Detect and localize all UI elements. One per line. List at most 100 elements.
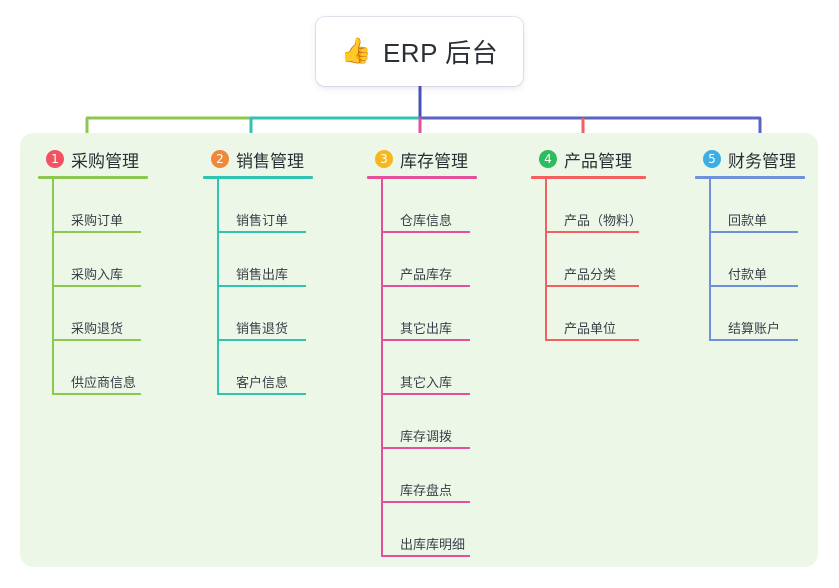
node-item[interactable]: 销售订单 (218, 179, 313, 233)
column-number-badge-finance: 5 (703, 150, 721, 168)
node-item-rule (382, 393, 470, 395)
node-item-label: 产品库存 (400, 267, 453, 282)
node-item-label: 产品分类 (564, 267, 617, 282)
column-body-product: 产品（物料） 产品分类产品单位 (531, 179, 646, 341)
node-item[interactable]: 付款单 (710, 233, 805, 287)
node-item-rule (382, 231, 470, 233)
node-item-label: 库存调拨 (400, 429, 453, 444)
node-item-label: 其它入库 (400, 375, 453, 390)
column-spine-finance (709, 179, 711, 341)
column-title-purchase: 采购管理 (71, 151, 139, 171)
column-number-badge-purchase: 1 (46, 150, 64, 168)
column-spine-purchase (52, 179, 54, 395)
column-header-product[interactable]: 4 产品管理 (531, 146, 646, 172)
node-item-rule (382, 339, 470, 341)
node-item-label: 产品（物料） (564, 213, 643, 228)
column-header-rule-finance (695, 176, 805, 179)
node-item-rule (546, 231, 639, 233)
column-title-product: 产品管理 (564, 151, 632, 171)
node-item-label: 销售退货 (236, 321, 289, 336)
column-header-finance[interactable]: 5 财务管理 (695, 146, 805, 172)
node-item[interactable]: 结算账户 (710, 287, 805, 341)
node-item-label: 销售订单 (236, 213, 289, 228)
node-item-label: 供应商信息 (71, 375, 137, 390)
column-title-inventory: 库存管理 (400, 151, 468, 171)
column-header-purchase[interactable]: 1 采购管理 (38, 146, 148, 172)
root-card-content: 👍 ERP 后台 (341, 33, 498, 70)
node-item-rule (218, 231, 306, 233)
node-item-label: 库存盘点 (400, 483, 453, 498)
node-item-label: 销售出库 (236, 267, 289, 282)
root-title-card[interactable]: 👍 ERP 后台 (316, 17, 523, 86)
node-item[interactable]: 其它出库 (382, 287, 477, 341)
node-item-label: 采购退货 (71, 321, 124, 336)
node-item[interactable]: 回款单 (710, 179, 805, 233)
node-item[interactable]: 产品分类 (546, 233, 646, 287)
node-item-rule (382, 501, 470, 503)
node-item-label: 客户信息 (236, 375, 289, 390)
node-item[interactable]: 产品库存 (382, 233, 477, 287)
column-spine-sales (217, 179, 219, 395)
node-item[interactable]: 出库库明细 (382, 503, 477, 557)
column-sales: 2 销售管理销售订单销售出库销售退货客户信息 (203, 146, 313, 395)
node-item-rule (382, 285, 470, 287)
column-number-badge-inventory: 3 (375, 150, 393, 168)
column-spine-inventory (381, 179, 383, 557)
node-item[interactable]: 其它入库 (382, 341, 477, 395)
node-item-rule (382, 555, 470, 557)
node-item[interactable]: 销售出库 (218, 233, 313, 287)
column-header-inventory[interactable]: 3 库存管理 (367, 146, 477, 172)
root-title-text: ERP 后台 (382, 38, 499, 68)
node-item-rule (546, 285, 639, 287)
node-item-rule (382, 447, 470, 449)
node-item-label: 仓库信息 (400, 213, 453, 228)
column-title-sales: 销售管理 (236, 151, 304, 171)
node-item[interactable]: 产品（物料） (546, 179, 646, 233)
thumbs-up-icon: 👍 (340, 37, 372, 65)
column-purchase: 1 采购管理采购订单采购入库采购退货供应商信息 (38, 146, 148, 395)
node-item-rule (710, 339, 798, 341)
node-item[interactable]: 库存调拨 (382, 395, 477, 449)
column-header-rule-sales (203, 176, 313, 179)
node-item-rule (710, 285, 798, 287)
column-inventory: 3 库存管理仓库信息产品库存其它出库其它入库库存调拨库存盘点出库库明细 (367, 146, 477, 557)
column-body-sales: 销售订单销售出库销售退货客户信息 (203, 179, 313, 395)
node-item-rule (218, 393, 306, 395)
node-item[interactable]: 采购退货 (53, 287, 148, 341)
node-item-label: 其它出库 (400, 321, 453, 336)
node-item-label: 回款单 (728, 213, 768, 228)
diagram-panel (20, 133, 818, 567)
node-item-label: 付款单 (728, 267, 768, 282)
column-spine-product (545, 179, 547, 341)
node-item[interactable]: 库存盘点 (382, 449, 477, 503)
node-item-rule (53, 231, 141, 233)
column-number-badge-product: 4 (539, 150, 557, 168)
column-body-finance: 回款单付款单结算账户 (695, 179, 805, 341)
node-item-rule (53, 393, 141, 395)
node-item-rule (546, 339, 639, 341)
column-title-finance: 财务管理 (728, 151, 796, 171)
column-header-rule-product (531, 176, 646, 179)
column-header-rule-inventory (367, 176, 477, 179)
node-item-rule (53, 339, 141, 341)
node-item[interactable]: 供应商信息 (53, 341, 148, 395)
node-item[interactable]: 采购订单 (53, 179, 148, 233)
node-item[interactable]: 销售退货 (218, 287, 313, 341)
column-header-rule-purchase (38, 176, 148, 179)
node-item[interactable]: 产品单位 (546, 287, 646, 341)
column-body-purchase: 采购订单采购入库采购退货供应商信息 (38, 179, 148, 395)
node-item[interactable]: 客户信息 (218, 341, 313, 395)
column-body-inventory: 仓库信息产品库存其它出库其它入库库存调拨库存盘点出库库明细 (367, 179, 477, 557)
node-item-label: 采购入库 (71, 267, 124, 282)
node-item[interactable]: 仓库信息 (382, 179, 477, 233)
node-item-label: 出库库明细 (400, 537, 466, 552)
column-finance: 5 财务管理回款单付款单结算账户 (695, 146, 805, 341)
node-item-rule (710, 231, 798, 233)
column-header-sales[interactable]: 2 销售管理 (203, 146, 313, 172)
node-item-rule (218, 285, 306, 287)
node-item[interactable]: 采购入库 (53, 233, 148, 287)
node-item-label: 采购订单 (71, 213, 124, 228)
column-number-badge-sales: 2 (211, 150, 229, 168)
node-item-rule (53, 285, 141, 287)
node-item-label: 产品单位 (564, 321, 617, 336)
